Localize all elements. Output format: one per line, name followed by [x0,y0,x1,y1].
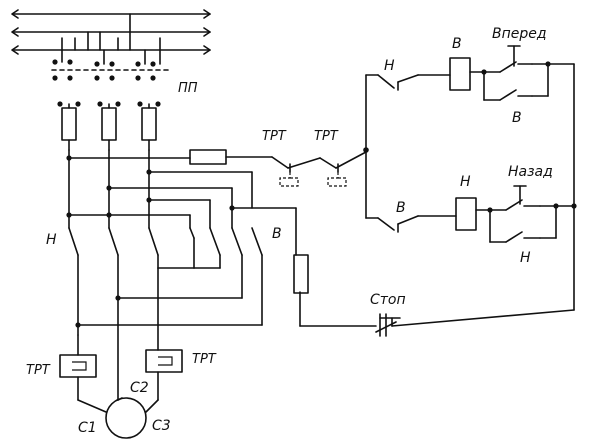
thermal-relay-contacts [271,151,367,187]
forward-button-label: Вперед [492,26,547,42]
trt-right-label: ТРТ [314,129,339,144]
stop-button-label: Стоп [370,292,406,308]
control-right-bus [299,63,577,337]
control-left-bus [363,74,369,219]
reverse-branch [365,185,575,243]
motor-thermal-relays [59,267,183,401]
coil-v-label: В [452,36,462,52]
contact-n-lower-label: Н [520,250,531,266]
motor-c2-label: С2 [130,380,149,396]
contact-n-upper-label: Н [384,58,395,74]
back-button-label: Назад [508,164,553,180]
forward-branch [365,45,575,101]
contactor-v-contacts [75,227,263,328]
contact-v-lower-label: В [396,200,406,216]
trt-left-label: ТРТ [262,129,287,144]
control-fuse-vertical [293,254,309,294]
trt-motor-right-label: ТРТ [192,352,217,367]
disconnect-switch-pp [51,37,171,81]
contactor-n-contacts [68,227,195,401]
power-phase-lines [66,149,297,256]
main-fuses [57,101,161,151]
motor-c3-label: С3 [152,418,171,434]
coil-n-label: Н [460,174,471,190]
pp-label: ПП [178,81,198,96]
supply-bus [11,9,211,55]
contact-v-upper-label: В [512,110,522,126]
contactor-n-label: Н [46,232,57,248]
trt-motor-left-label: ТРТ [26,363,51,378]
contactor-v-label: В [272,226,282,242]
motor-c1-label: С1 [78,420,97,436]
control-fuse-top [189,149,273,165]
motor [77,397,159,439]
